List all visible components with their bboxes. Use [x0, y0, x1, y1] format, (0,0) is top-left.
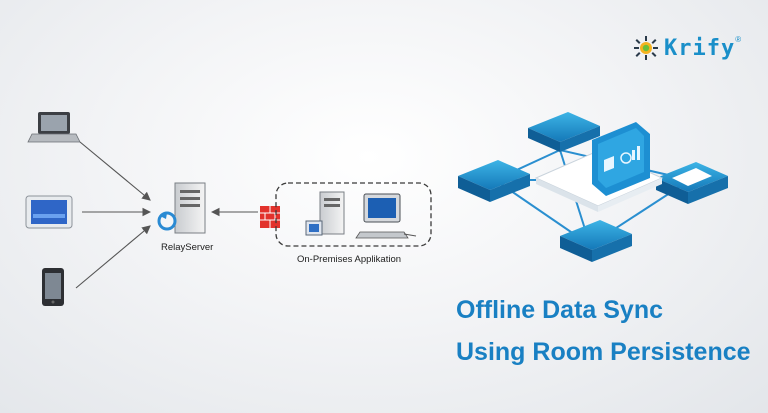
headline-line-1: Offline Data Sync — [456, 296, 663, 324]
onprem-server-icon — [305, 191, 345, 236]
tablet-icon — [25, 195, 73, 229]
gear-logo-icon — [634, 36, 658, 60]
node-bottom — [560, 220, 632, 262]
brand-name: Krify — [664, 35, 736, 61]
arrow-laptop-to-relay — [79, 141, 151, 201]
firewall-icon — [260, 206, 280, 228]
onprem-label: On-Premises Applikation — [297, 254, 401, 265]
node-left — [458, 160, 530, 202]
headline-line-2: Using Room Persistence — [456, 338, 751, 366]
phone-icon — [42, 268, 64, 306]
sync-network-illustration — [458, 112, 728, 262]
relay-server-label: RelayServer — [161, 242, 213, 253]
krify-logo: Krify ® — [634, 33, 756, 63]
node-right — [656, 162, 728, 204]
node-top — [528, 112, 600, 152]
onprem-boundary — [275, 182, 432, 247]
relay-server-icon — [157, 182, 206, 234]
registered-mark: ® — [735, 35, 742, 44]
dashboard-panel — [592, 122, 650, 196]
laptop-icon — [27, 112, 81, 143]
arrow-phone-to-relay — [75, 225, 151, 289]
workstation-icon — [355, 193, 417, 239]
